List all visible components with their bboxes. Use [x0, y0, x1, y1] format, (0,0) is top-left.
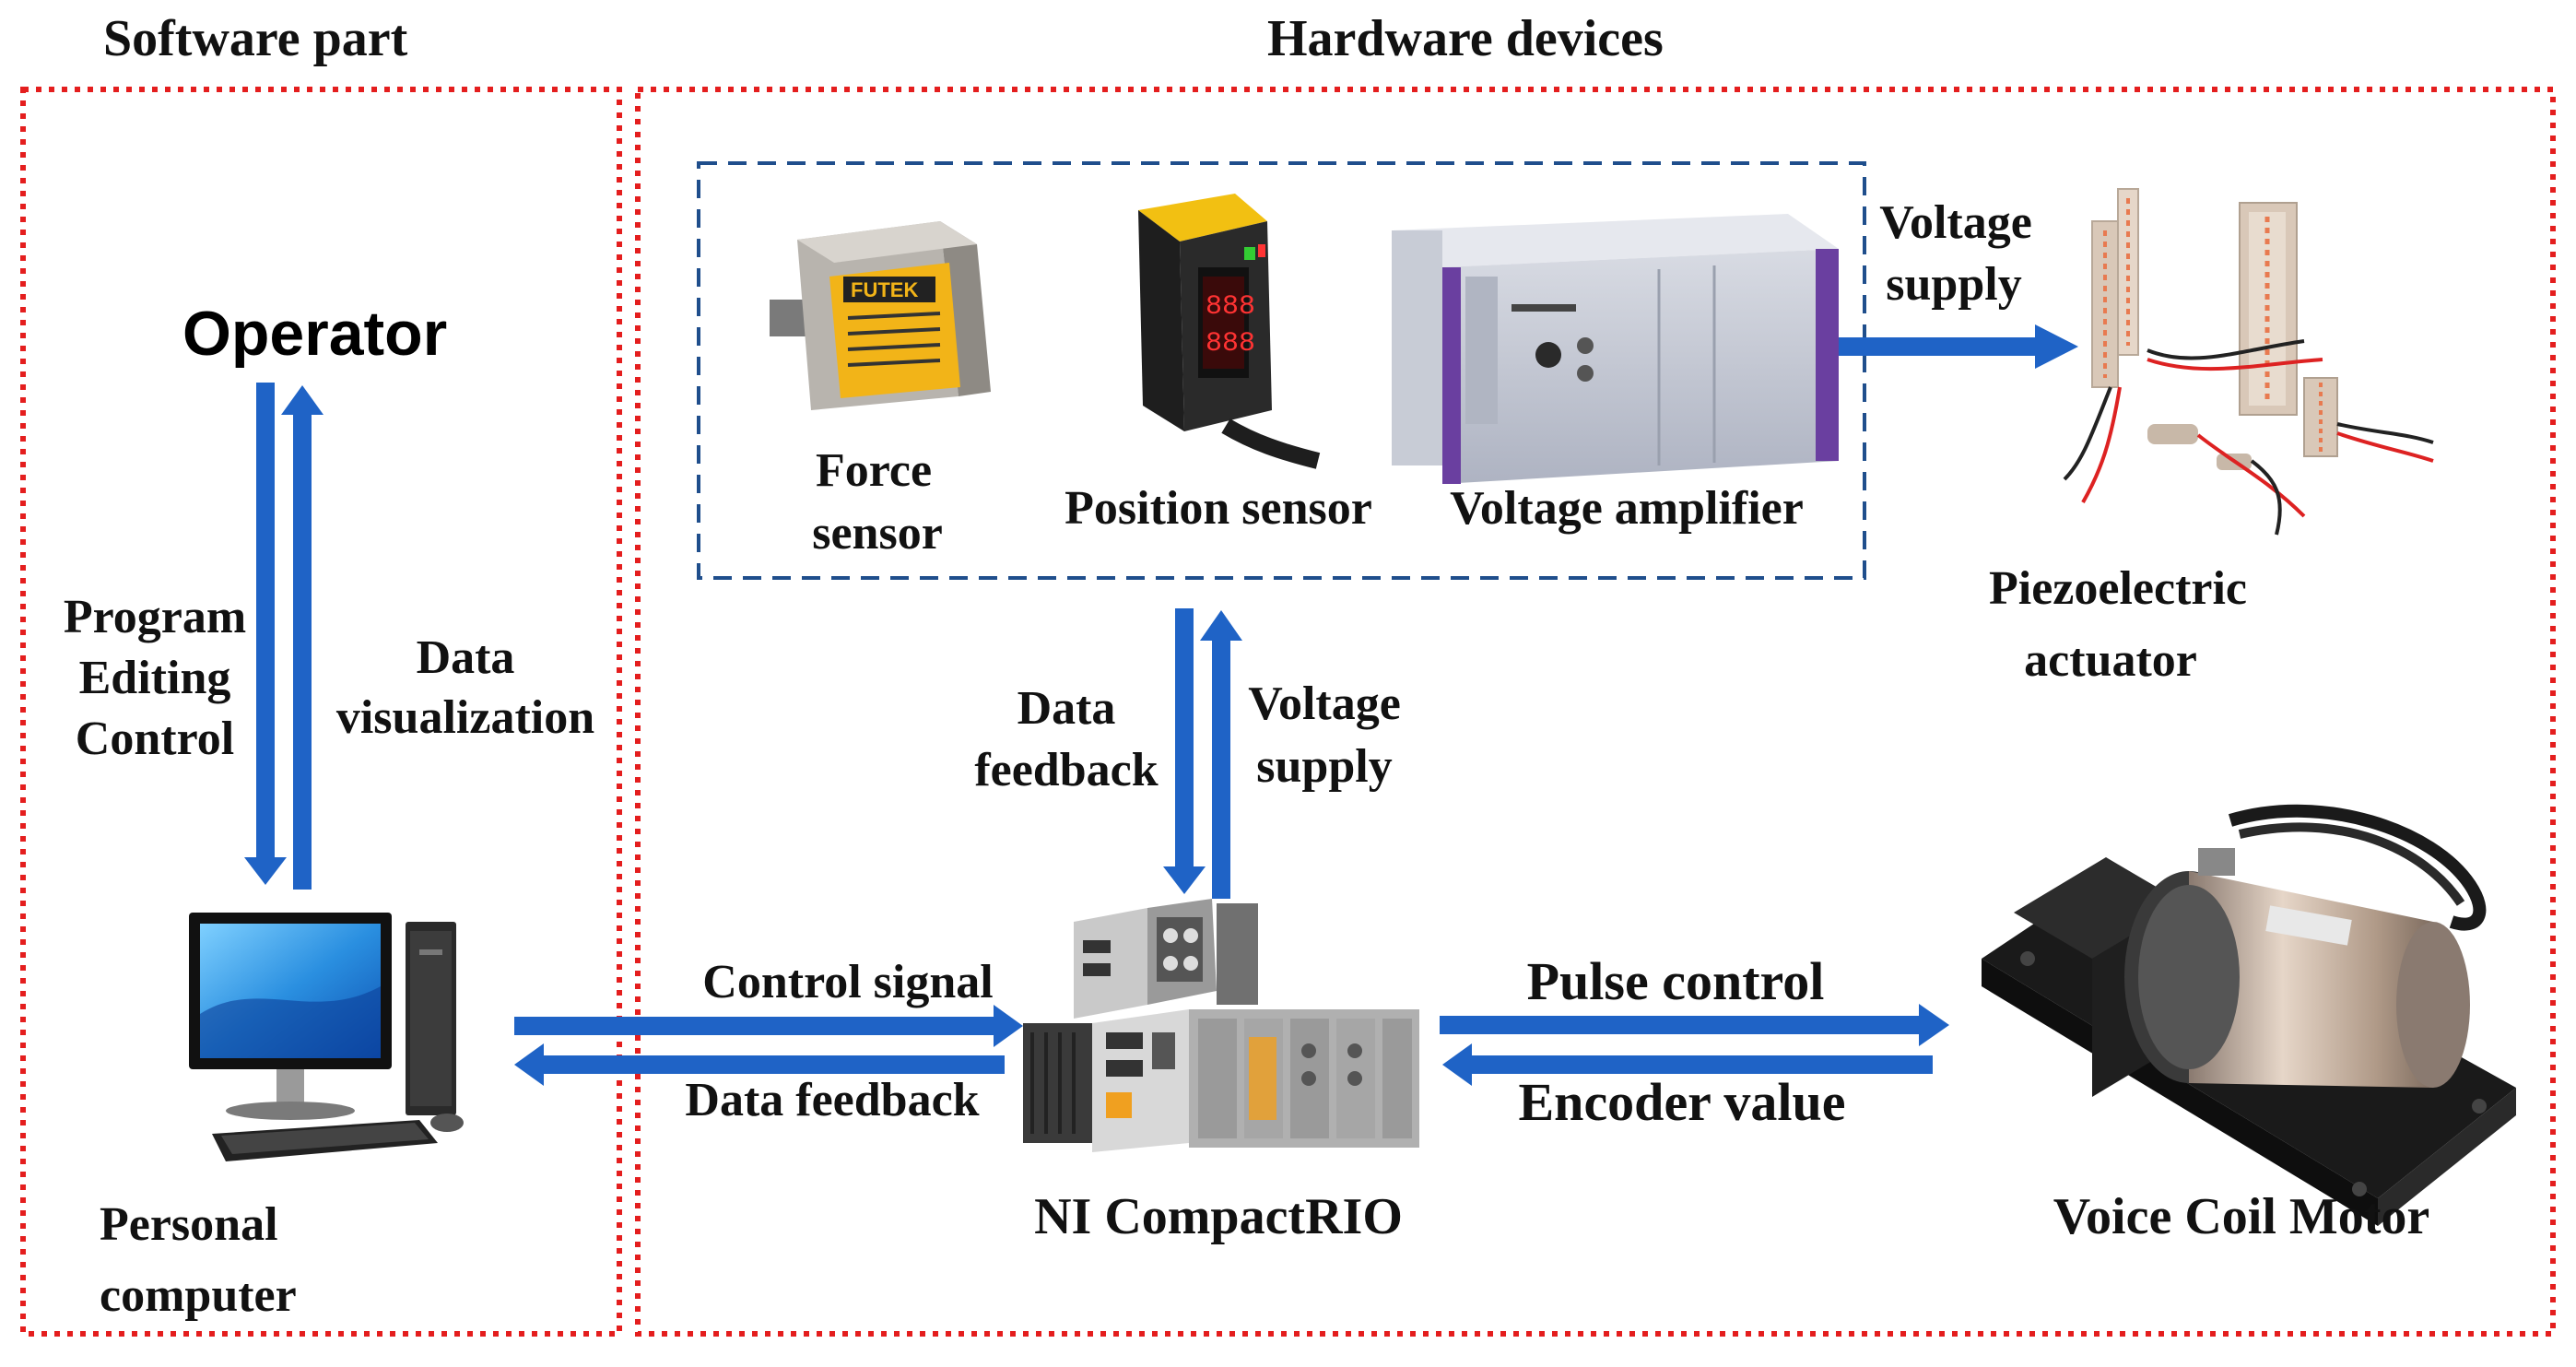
program-editing-label-3: Control: [76, 713, 234, 765]
voltage-supply-arrow: [1837, 324, 2078, 369]
data-feedback-vertical-label-2: feedback: [974, 744, 1158, 796]
control-signal-arrow: [514, 1005, 1023, 1047]
position-sensor-image: 888 888: [1138, 194, 1321, 469]
force-sensor-label-1: Force: [816, 444, 932, 497]
hardware-section-title: Hardware devices: [1267, 10, 1664, 67]
voice-coil-motor-label: Voice Coil Motor: [2053, 1188, 2430, 1245]
operator-label: Operator: [182, 299, 447, 369]
voice-coil-motor-image: [1982, 804, 2516, 1226]
encoder-value-arrow: [1442, 1043, 1933, 1086]
pulse-control-label: Pulse control: [1527, 951, 1825, 1011]
compactrio-label: NI CompactRIO: [1034, 1188, 1403, 1245]
voltage-supply-top-label-1: Voltage: [1879, 196, 2032, 249]
data-feedback-arrow: [514, 1043, 1005, 1086]
voltage-supply-vertical-label-2: supply: [1256, 740, 1392, 793]
software-section-border: [20, 87, 622, 1337]
position-sensor-label: Position sensor: [1065, 482, 1372, 535]
data-visualization-label-1: Data: [417, 631, 515, 684]
data-feedback-vertical-label-1: Data: [1017, 682, 1116, 735]
control-signal-label: Control signal: [702, 956, 993, 1008]
voltage-supply-vertical-arrow: [1200, 610, 1242, 899]
force-sensor-image: FUTEK: [770, 221, 991, 410]
voltage-supply-top-label-2: supply: [1886, 258, 2021, 311]
piezo-actuator-label-1: Piezoelectric: [1989, 562, 2247, 615]
encoder-value-label: Encoder value: [1519, 1072, 1846, 1132]
pulse-control-arrow: [1440, 1004, 1949, 1046]
software-section-title: Software part: [103, 10, 408, 67]
operator-to-pc-arrow: [244, 383, 287, 885]
svg-text:888: 888: [1206, 291, 1255, 323]
compactrio-image: [1023, 899, 1419, 1152]
program-editing-label-2: Editing: [79, 652, 231, 704]
data-feedback-horizontal-label: Data feedback: [685, 1074, 979, 1126]
personal-computer-label-2: computer: [100, 1269, 297, 1322]
piezo-actuator-label-2: actuator: [2024, 634, 2197, 687]
personal-computer-image: [189, 913, 464, 1161]
hardware-section-border: [635, 87, 2556, 1337]
piezoelectric-actuator-image: [2063, 188, 2434, 536]
force-sensor-label-2: sensor: [812, 507, 943, 560]
voltage-supply-vertical-label-1: Voltage: [1248, 678, 1401, 730]
futek-brand-text: FUTEK: [851, 278, 918, 301]
sensor-group-border: [697, 161, 1866, 580]
voltage-amplifier-image: [1392, 214, 1839, 484]
personal-computer-label-1: Personal: [100, 1198, 278, 1251]
data-feedback-vertical-arrow: [1163, 608, 1206, 894]
data-visualization-label-2: visualization: [336, 691, 594, 744]
pc-to-operator-arrow: [281, 385, 323, 890]
voltage-amplifier-label: Voltage amplifier: [1450, 482, 1804, 535]
program-editing-label-1: Program: [64, 591, 246, 643]
svg-text:888: 888: [1206, 328, 1255, 359]
